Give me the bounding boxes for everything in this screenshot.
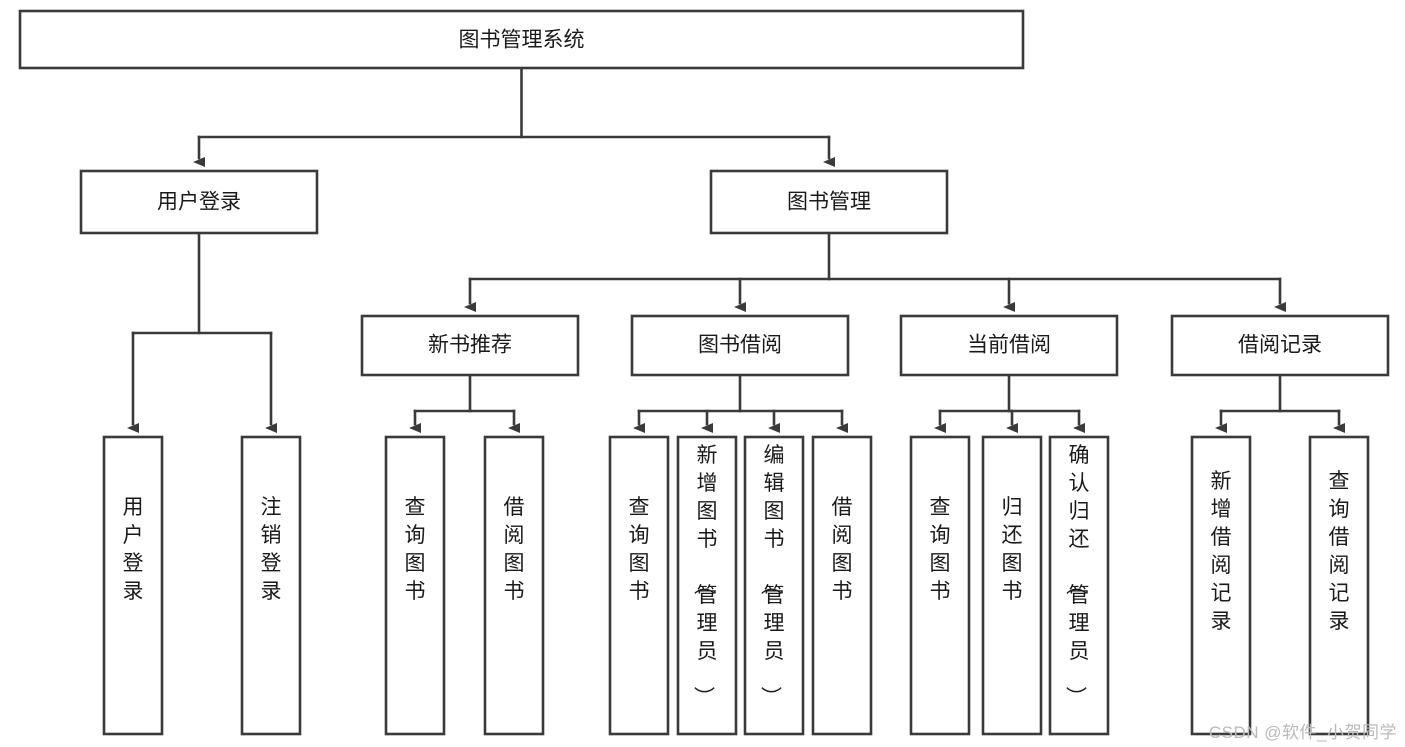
leaf-add-book-box	[676, 435, 738, 736]
book-borrow-box	[630, 314, 850, 377]
node-leaf-user-login[interactable]: 用户登录	[102, 435, 164, 736]
leaf-query-book-2-box	[608, 435, 670, 736]
leaf-confirm-return-box	[1048, 435, 1110, 736]
connector-layer	[127, 66, 1345, 433]
leaf-query-book-2-label: 查询图书	[629, 496, 650, 603]
leaf-query-book-1-box	[384, 435, 446, 736]
leaf-add-record-label: 新增借阅记录	[1211, 470, 1232, 633]
node-leaf-query-record[interactable]: 查询借阅记录	[1308, 435, 1370, 736]
leaf-edit-book-box	[743, 435, 805, 736]
user-login-label: 用户登录	[157, 191, 241, 214]
current-borrow-box	[899, 314, 1119, 377]
node-leaf-edit-book[interactable]: 编辑图书（管理员）	[743, 435, 805, 736]
leaf-borrow-book-1-label: 借阅图书	[504, 496, 525, 603]
leaf-user-logout-label: 注销登录	[261, 496, 282, 603]
node-book-borrow[interactable]: 图书借阅	[630, 314, 850, 377]
borrow-record-box	[1170, 314, 1390, 377]
node-book-manage[interactable]: 图书管理	[709, 169, 949, 235]
node-leaf-query-book-2[interactable]: 查询图书	[608, 435, 670, 736]
book-borrow-label: 图书借阅	[698, 334, 782, 357]
leaf-return-book-label: 归还图书	[1002, 496, 1023, 603]
book-manage-box	[709, 169, 949, 235]
node-leaf-query-book-1[interactable]: 查询图书	[384, 435, 446, 736]
node-leaf-confirm-return[interactable]: 确认归还（管理员）	[1048, 435, 1110, 736]
node-new-book-recommend[interactable]: 新书推荐	[360, 314, 580, 377]
node-borrow-record[interactable]: 借阅记录	[1170, 314, 1390, 377]
node-current-borrow[interactable]: 当前借阅	[899, 314, 1119, 377]
book-manage-label: 图书管理	[787, 191, 871, 214]
leaf-user-login-label: 用户登录	[123, 496, 144, 603]
leaf-return-book-box	[981, 435, 1043, 736]
new-book-recommend-label: 新书推荐	[428, 334, 512, 357]
leaf-query-record-label: 查询借阅记录	[1329, 470, 1350, 633]
leaf-borrow-book-2-label: 借阅图书	[832, 496, 853, 603]
leaf-query-book-3-box	[909, 435, 971, 736]
leaf-query-book-1-label: 查询图书	[405, 496, 426, 603]
node-leaf-borrow-book-2[interactable]: 借阅图书	[811, 435, 873, 736]
leaf-query-book-3-label: 查询图书	[930, 496, 951, 603]
leaf-add-book-label: 新增图书（管理员）	[692, 444, 718, 707]
leaf-user-logout-box	[240, 435, 302, 736]
node-user-login[interactable]: 用户登录	[79, 169, 319, 235]
leaf-query-record-box	[1308, 435, 1370, 736]
leaf-node-layer: 用户登录 注销登录 查询图书 借阅图书 查询图书 新增图书（管理员）	[102, 435, 1370, 736]
leaf-add-record-box	[1190, 435, 1252, 736]
leaf-confirm-return-label: 确认归还（管理员）	[1064, 444, 1090, 707]
leaf-edit-book-label: 编辑图书（管理员）	[759, 444, 785, 707]
node-leaf-add-book[interactable]: 新增图书（管理员）	[676, 435, 738, 736]
node-leaf-borrow-book-1[interactable]: 借阅图书	[483, 435, 545, 736]
node-leaf-user-logout[interactable]: 注销登录	[240, 435, 302, 736]
node-leaf-add-record[interactable]: 新增借阅记录	[1190, 435, 1252, 736]
user-login-box	[79, 169, 319, 235]
leaf-user-login-box	[102, 435, 164, 736]
new-book-recommend-box	[360, 314, 580, 377]
leaf-borrow-book-1-box	[483, 435, 545, 736]
borrow-record-label: 借阅记录	[1238, 334, 1322, 357]
node-leaf-return-book[interactable]: 归还图书	[981, 435, 1043, 736]
current-borrow-label: 当前借阅	[967, 334, 1051, 357]
node-root-system[interactable]: 图书管理系统	[18, 9, 1025, 70]
root-box	[18, 9, 1025, 70]
leaf-borrow-book-2-box	[811, 435, 873, 736]
node-leaf-query-book-3[interactable]: 查询图书	[909, 435, 971, 736]
root-label: 图书管理系统	[459, 29, 585, 52]
